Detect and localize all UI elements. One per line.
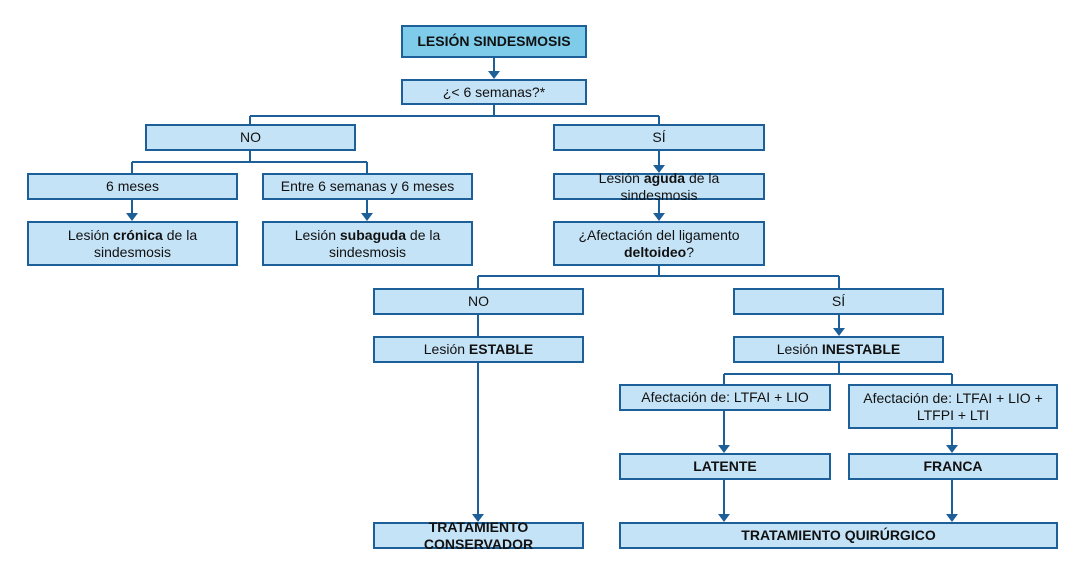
node-affect-ltfai-lio: Afectación de: LTFAI + LIO (619, 384, 831, 411)
arrowhead-9 (653, 165, 665, 173)
arrowhead-0 (488, 71, 500, 79)
arrowhead-19 (472, 514, 484, 522)
node-latent: LATENTE (619, 453, 831, 480)
arrowhead-24 (718, 445, 730, 453)
arrowhead-25 (946, 445, 958, 453)
arrowhead-11 (361, 213, 373, 221)
node-lesion-sindesmosis: LESIÓN SINDESMOSIS (401, 25, 587, 58)
node-affect-ltfai-lio-ltfpi-lti: Afectación de: LTFAI + LIO + LTFPI + LTI (848, 384, 1058, 429)
node-si-deltoid: SÍ (733, 288, 944, 315)
arrowhead-26 (718, 514, 730, 522)
node-six-months: 6 meses (27, 173, 238, 200)
arrowhead-18 (833, 328, 845, 336)
arrowhead-12 (653, 213, 665, 221)
node-between-weeks-months: Entre 6 semanas y 6 meses (262, 173, 473, 200)
node-unstable-lesion: Lesión INESTABLE (733, 336, 944, 363)
node-no-deltoid: NO (373, 288, 584, 315)
node-si-weeks: SÍ (553, 124, 765, 151)
node-stable-lesion: Lesión ESTABLE (373, 336, 584, 363)
node-conservative-treatment: TRATAMIENTO CONSERVADOR (373, 519, 584, 552)
node-subacute-lesion: Lesión subaguda de la sindesmosis (262, 221, 473, 266)
node-deltoid-question: ¿Afectación del ligamento deltoideo? (553, 221, 765, 266)
node-no-weeks: NO (145, 124, 356, 151)
arrowhead-10 (126, 213, 138, 221)
node-acute-lesion: Lesión aguda de la sindesmosis (553, 170, 765, 203)
node-surgical-treatment: TRATAMIENTO QUIRÚRGICO (619, 522, 1058, 549)
arrowhead-27 (946, 514, 958, 522)
node-question-weeks: ¿< 6 semanas?* (401, 79, 587, 105)
node-chronic-lesion: Lesión crónica de la sindesmosis (27, 221, 238, 266)
node-franca: FRANCA (848, 453, 1058, 480)
